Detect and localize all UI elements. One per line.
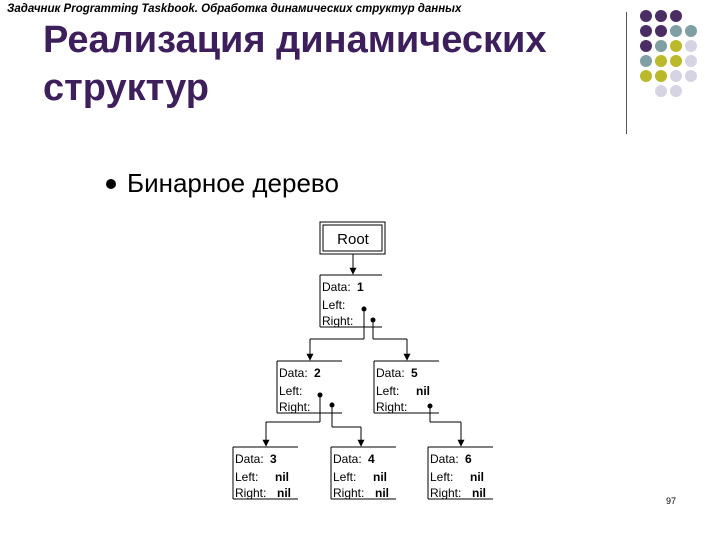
node-right-label: Right:	[376, 400, 407, 414]
decor-dot	[655, 25, 667, 37]
node-left-label: Left:	[279, 384, 302, 398]
decor-dot	[640, 25, 652, 37]
decor-dot	[640, 40, 652, 52]
node-data-label: Data:	[322, 280, 351, 294]
decor-dot	[655, 55, 667, 67]
decor-dot	[670, 25, 682, 37]
decor-dot	[640, 10, 652, 22]
node-left-label: Left:	[235, 470, 258, 484]
node-data-value: 5	[411, 366, 418, 380]
node-data-label: Data:	[376, 366, 405, 380]
decor-dot	[655, 40, 667, 52]
node-left-label: Left:	[333, 470, 356, 484]
node-right-label: Right:	[430, 486, 461, 500]
decor-dot	[685, 40, 697, 52]
node-data-label: Data:	[235, 452, 264, 466]
node-data-label: Data:	[279, 366, 308, 380]
root-label: Root	[337, 231, 370, 248]
decor-dot	[685, 70, 697, 82]
node-right-label: Right:	[333, 486, 364, 500]
node-left-nil: nil	[416, 384, 430, 398]
node-left-label: Left:	[322, 298, 345, 312]
bullet-text: Бинарное дерево	[127, 168, 339, 198]
decor-dot	[670, 40, 682, 52]
node-left-label: Left:	[430, 470, 453, 484]
node-right-label: Right:	[322, 314, 353, 328]
node-left-nil: nil	[373, 470, 387, 484]
decor-dot	[670, 55, 682, 67]
node-data-value: 4	[368, 452, 375, 466]
decor-dot	[670, 85, 682, 97]
node-data-value: 3	[270, 452, 277, 466]
page-number: 97	[666, 496, 677, 506]
node-data-value: 2	[314, 366, 321, 380]
decor-dot	[655, 70, 667, 82]
node-left-label: Left:	[376, 384, 399, 398]
decor-dot	[685, 25, 697, 37]
node-left-nil: nil	[470, 470, 484, 484]
decor-dot	[670, 10, 682, 22]
decor-dot	[655, 85, 667, 97]
node-left-nil: nil	[275, 470, 289, 484]
decor-divider	[626, 12, 627, 134]
node-data-value: 1	[357, 280, 364, 294]
decor-dot	[655, 10, 667, 22]
node-data-label: Data:	[333, 452, 362, 466]
node-right-nil: nil	[375, 486, 389, 500]
node-right-nil: nil	[472, 486, 486, 500]
decor-dot	[685, 55, 697, 67]
decor-dot	[670, 70, 682, 82]
slide-header: Задачник Programming Taskbook. Обработка…	[7, 3, 462, 15]
node-data-value: 6	[465, 452, 472, 466]
root-box-inner	[322, 224, 383, 252]
slide-title: Реализация динамических структур	[43, 19, 547, 109]
bullet-dot-icon	[106, 179, 116, 189]
node-right-label: Right:	[279, 400, 310, 414]
decor-dot	[640, 55, 652, 67]
node-data-label: Data:	[430, 452, 459, 466]
decor-dot	[640, 70, 652, 82]
node-right-nil: nil	[277, 486, 291, 500]
node-right-label: Right:	[235, 486, 266, 500]
